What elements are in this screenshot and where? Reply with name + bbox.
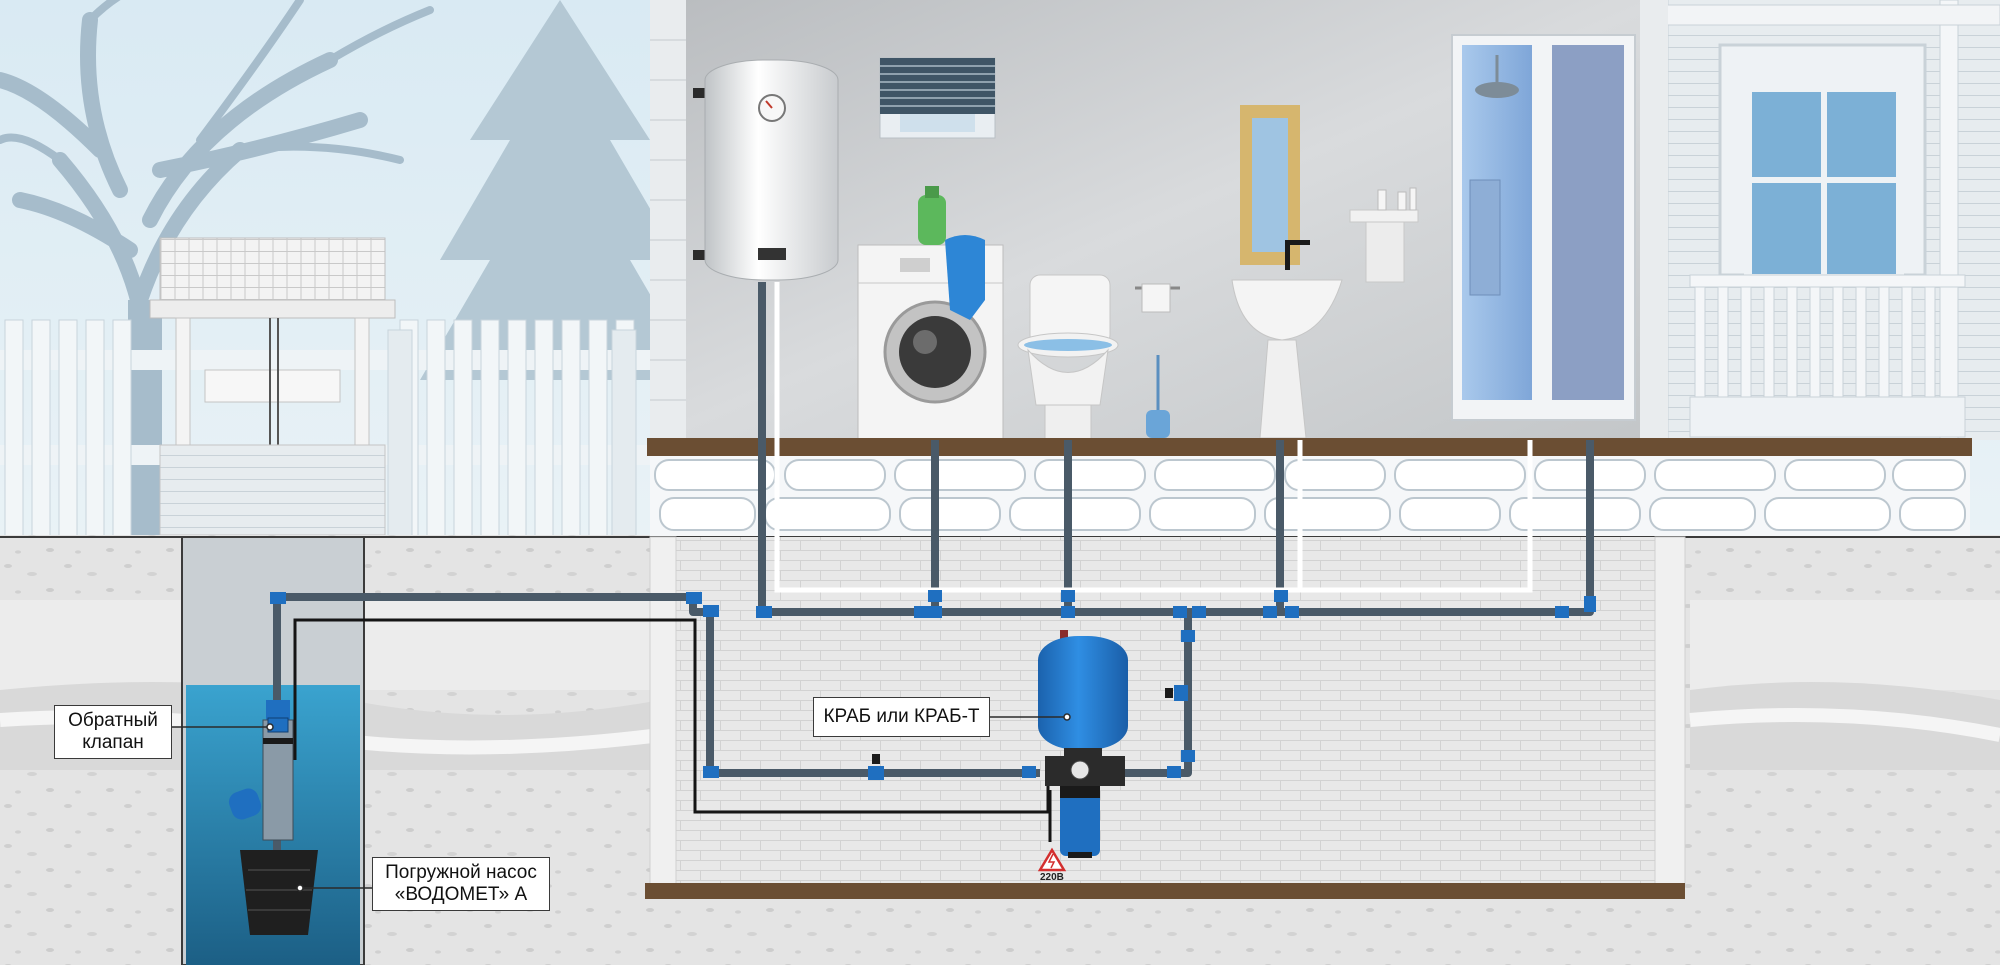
accumulator-label: КРАБ или КРАБ-Т [813,697,990,737]
tree-left [0,0,434,543]
submersible-pump-label-line1: Погружной насос [385,862,537,883]
toilet [1017,274,1119,441]
hydraulic-accumulator-tank [1038,630,1128,858]
hot-water-pipe [774,282,1533,593]
submersible-pump-label-line2: «ВОДОМЕТ» А [394,884,528,905]
basement-floor [645,883,1685,899]
power-cable [293,618,1052,842]
sink [1231,240,1343,439]
label-leaders [172,713,1071,892]
floor-slab [647,438,1972,456]
submersible-pump [228,700,318,935]
washing-machine [857,186,1004,441]
voltage-label: 220В [1040,872,1064,883]
submersible-pump-label: Погружной насос «ВОДОМЕТ» А [372,857,550,911]
check-valve-label-line2: клапан [82,732,144,753]
porch-house [1649,0,2000,441]
accumulator-label-text: КРАБ или КРАБ-Т [823,706,980,727]
check-valve-label: Обратный клапан [54,705,172,759]
electric-warning-icon [1037,847,1067,872]
water-heater [693,59,839,281]
check-valve-label-line1: Обратный [68,710,158,731]
well-house [149,237,396,536]
ball-valves [868,685,1188,780]
stone-foundation [650,456,1970,536]
